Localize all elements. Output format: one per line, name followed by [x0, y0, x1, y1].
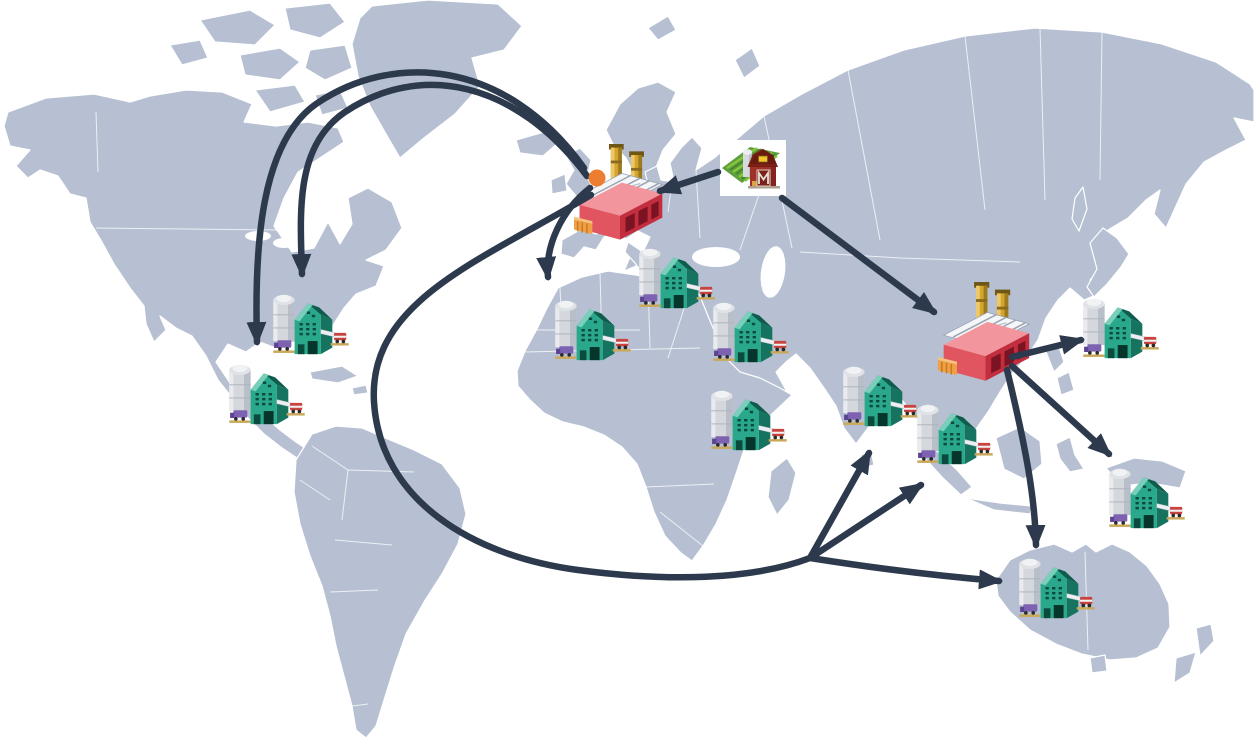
landmass-madagascar — [767, 457, 797, 516]
flow-barn-to-europe-factory — [656, 168, 722, 195]
flow-barn-to-asia-factory — [778, 194, 938, 316]
flow-asia-to-japan-mill — [1008, 335, 1085, 361]
landmass-arctic-islands — [169, 2, 761, 116]
flow-europe-to-us-mill — [291, 81, 591, 278]
landmass-iceland — [515, 131, 559, 157]
landmass-scandinavia — [605, 81, 677, 197]
caspian-sea — [760, 246, 786, 298]
landmass-sakhalin — [1071, 186, 1088, 232]
flow-arrows — [246, 69, 1113, 590]
landmass-tasmania — [1089, 654, 1108, 674]
flow-europe-to-asia-trunk — [370, 191, 814, 581]
flow-asia-to-australia-mill — [1003, 366, 1046, 549]
flow-europe-to-mexico-mill — [246, 69, 588, 346]
flow-branch-to-south-asia-mill — [806, 449, 873, 562]
raw-material-barn — [718, 138, 788, 198]
landmass-north-america — [3, 89, 403, 461]
great-lakes — [245, 231, 312, 248]
flow-europe-to-north-africa-mill — [536, 184, 594, 281]
feed-mill-mexico — [228, 364, 306, 425]
world-map — [3, 0, 1254, 739]
landmass-japan — [1086, 227, 1130, 298]
feed-mill-japan — [1082, 298, 1160, 359]
landmass-greenland — [351, 0, 523, 159]
black-sea — [692, 247, 740, 267]
origin-marker-dot — [588, 169, 606, 187]
landmass-new-zealand — [1173, 623, 1215, 684]
landmass-south-america — [293, 425, 467, 739]
landmass-caribbean — [309, 365, 369, 396]
flow-asia-to-pacific-mill — [1008, 362, 1113, 458]
flow-branch-to-australia-mill — [806, 554, 1003, 590]
flow-branch-to-southeast-asia-mill — [806, 481, 925, 562]
